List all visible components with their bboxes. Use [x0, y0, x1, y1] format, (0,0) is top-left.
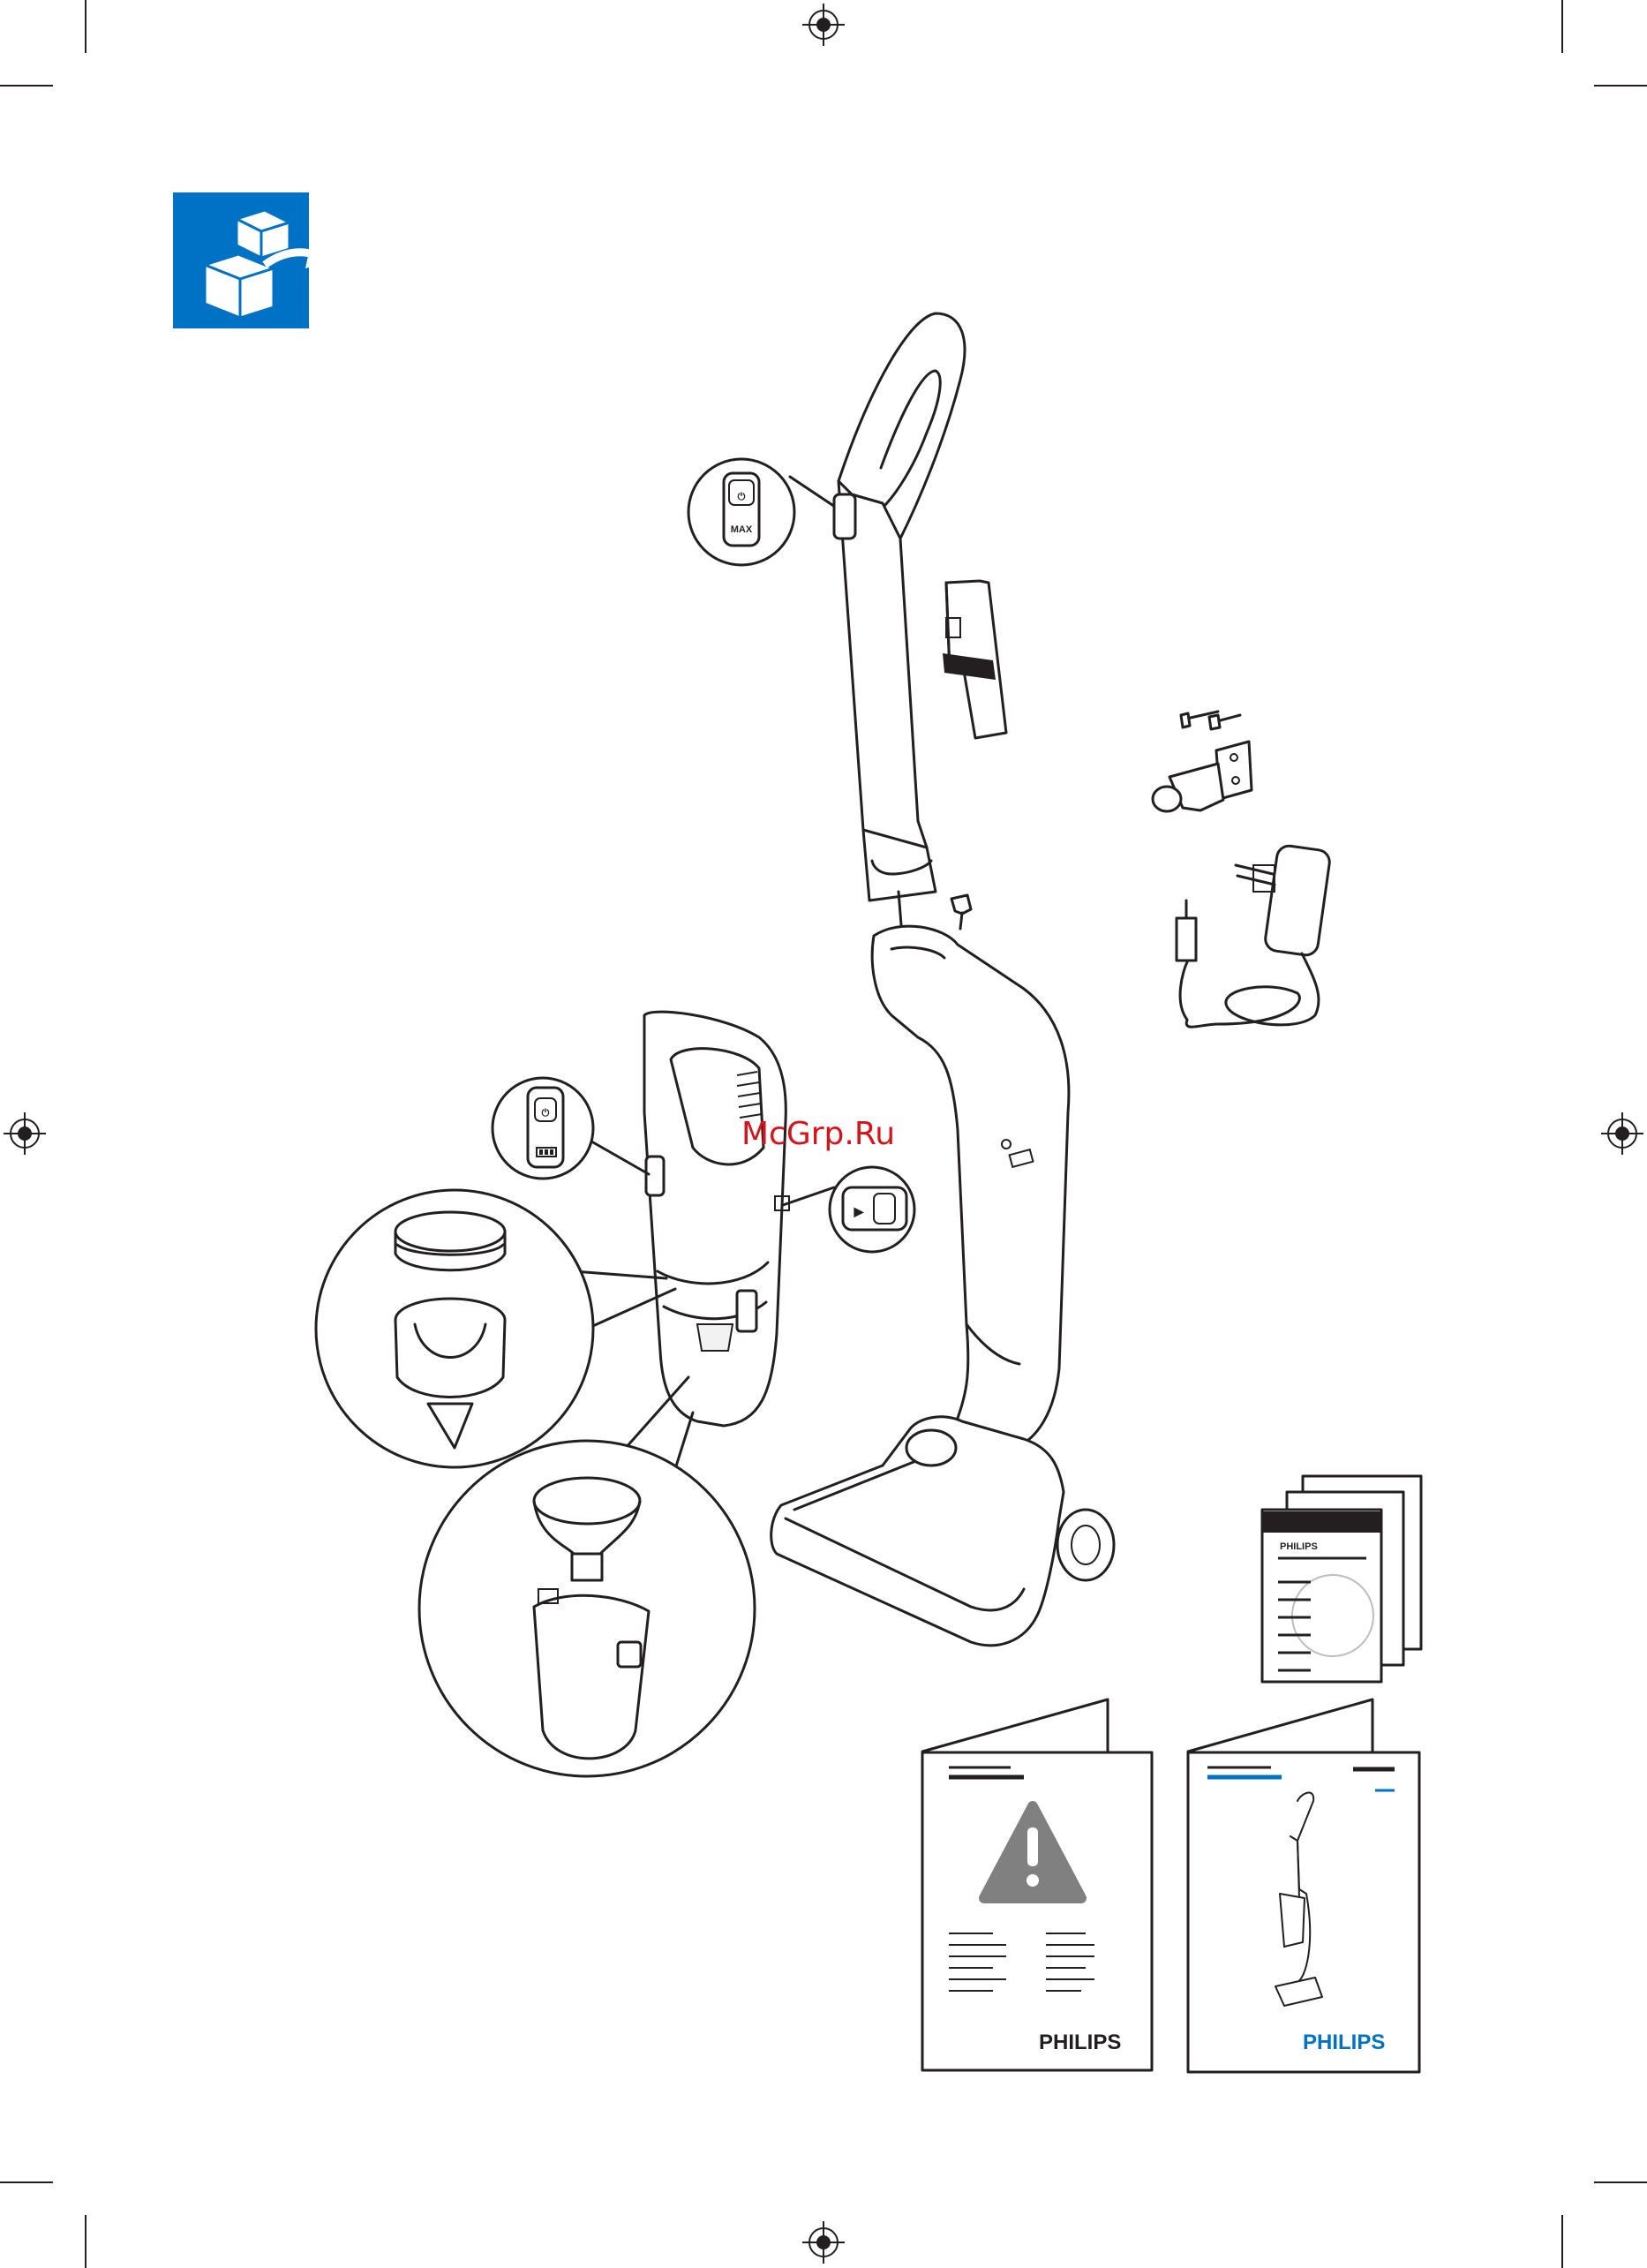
wall-bracket-illustration: [1153, 712, 1252, 811]
registration-mark-left: [4, 1112, 46, 1155]
user-manual-brand: PHILIPS: [1303, 2031, 1385, 2054]
max-label: MAX: [731, 524, 753, 535]
user-manual: PHILIPS: [1188, 1699, 1419, 2072]
power-symbol: ⏻: [738, 491, 746, 502]
filter-callout: [316, 1190, 675, 1467]
safety-leaflet: PHILIPS: [922, 1699, 1152, 2070]
registration-mark-right: [1601, 1112, 1643, 1155]
release-symbol: ▶: [854, 1204, 865, 1218]
stick-vacuum-illustration: [771, 313, 1114, 1646]
folder-brand: PHILIPS: [1280, 1541, 1318, 1552]
registration-mark-top: [802, 4, 845, 46]
crevice-tool-illustration: [943, 581, 1006, 738]
screw-illustration: [951, 895, 971, 929]
handheld-power-symbol: ⏻: [542, 1107, 550, 1119]
watermark-text: McGrp.Ru: [741, 1116, 895, 1152]
handheld-unit-illustration: [644, 1012, 786, 1426]
world-guarantee-folder: PHILIPS: [1262, 1476, 1421, 1682]
release-button-callout: ▶: [775, 1167, 914, 1252]
unpack-box-icon: [173, 192, 332, 328]
handle-button-callout: ⏻ MAX: [688, 459, 855, 565]
registration-mark-bottom: [802, 2221, 845, 2264]
charger-adapter-illustration: [1177, 844, 1331, 1027]
handheld-button-callout: ⏻: [493, 1078, 649, 1179]
safety-leaflet-brand: PHILIPS: [1039, 2031, 1121, 2054]
